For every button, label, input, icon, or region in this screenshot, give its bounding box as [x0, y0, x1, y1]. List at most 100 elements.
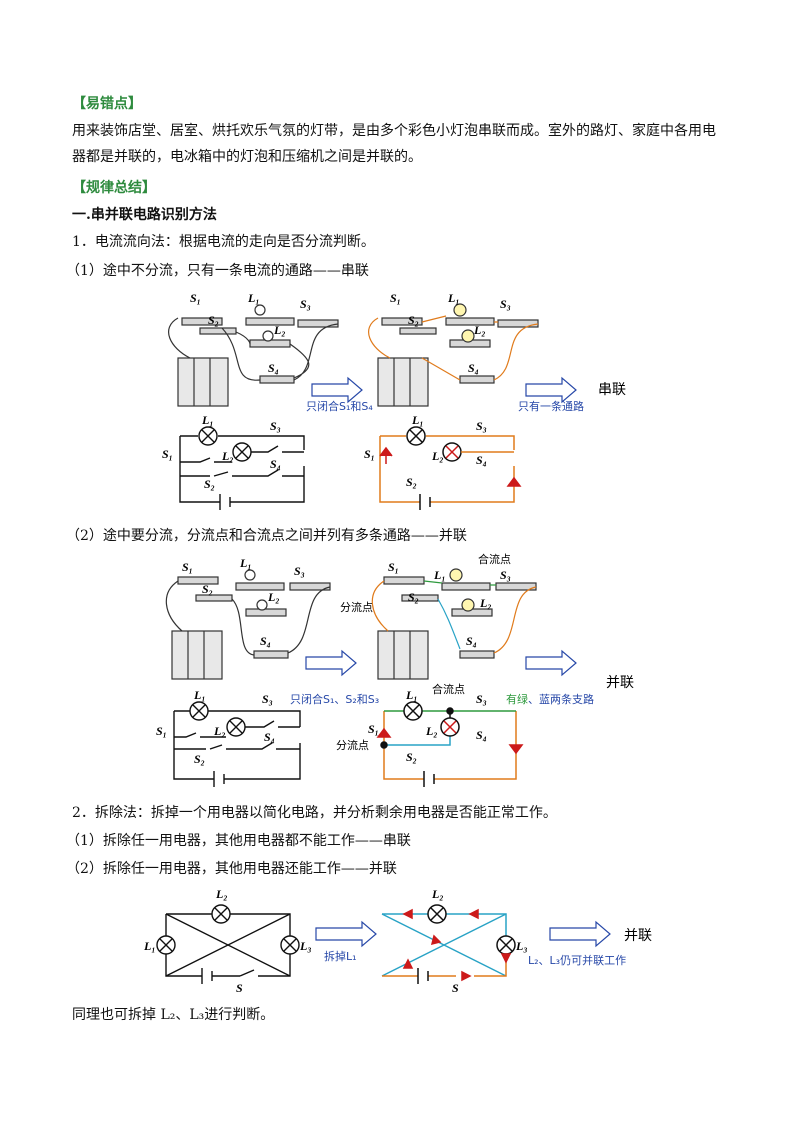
fig1b-s2-label: S₂ [408, 313, 419, 327]
sch1-s2-label: S₂ [204, 477, 215, 491]
fig2-arrow2-label-sep: 、 [528, 693, 539, 706]
fig1-s4-label: S₄ [268, 361, 279, 375]
method-title: 一.串并联电路识别方法 [72, 207, 217, 223]
fig2b-s2-label: S₂ [408, 590, 419, 604]
fig2b-s1-label: S₁ [388, 560, 399, 574]
schematic-parallel-left [173, 701, 301, 787]
fig3-l1-label: L₁ [143, 939, 156, 953]
fig1-l2-label: L₂ [273, 323, 286, 337]
fig1-result: 串联 [598, 382, 626, 398]
fig1-arrow2-label: 只有一条通路 [518, 399, 584, 413]
fig3-arrow1 [315, 920, 377, 948]
case2-text: （2）途中要分流，分流点和合流点之间并列有多条通路——并联 [66, 528, 467, 544]
sch2-s1-label: S₁ [156, 724, 167, 738]
fig2-arrow2-label-green: 有绿 [506, 692, 528, 706]
case3-text: （1）拆除任一用电器，其他用电器都不能工作——串联 [66, 833, 411, 849]
schematic-parallel-right [376, 701, 524, 787]
fig2-l1-label: L₁ [239, 556, 252, 570]
figure-removal: L₂ L₁ L₃ S 拆掉L₁ L₂ L₃ S L₂、L₃仍可并联工作 并联 [143, 887, 652, 995]
sch1b-s1-label: S₁ [364, 447, 375, 461]
fig1-arrow1-label: 只闭合S₁和S₄ [306, 399, 373, 413]
case4-text: （2）拆除任一用电器，其他用电器还能工作——并联 [66, 861, 397, 877]
fig1b-l1-label: L₁ [447, 291, 460, 305]
fig2-arrow1-label: 只闭合S₁、S₂和S₃ [290, 692, 379, 706]
physical-circuit-right-2 [371, 568, 537, 680]
sch1-s1-label: S₁ [162, 447, 173, 461]
sch2b-s1-label: S₁ [368, 722, 379, 736]
fig3-result: 并联 [624, 928, 652, 944]
fig3-l3-label: L₃ [299, 939, 312, 953]
fig3-l2-label: L₂ [215, 887, 228, 901]
sch2b-l1-label: L₁ [405, 688, 418, 702]
sch1-l1-label: L₁ [201, 413, 214, 427]
fig1-s1-label: S₁ [190, 291, 201, 305]
fig1-s2-label: S₂ [208, 313, 219, 327]
fig2-arrow2 [525, 649, 577, 677]
figure-series: S₁ L₁ S₃ S₂ L₂ S₄ 只闭合S₁和S₄ S₁ L₁ S₃ S₂ L… [162, 291, 626, 510]
sch2b-l2-label: L₂ [425, 724, 438, 738]
physical-circuit-right [368, 303, 539, 407]
conclusion-text: 同理也可拆掉 L₂、L₃进行判断。 [72, 1007, 275, 1023]
fig2b-s4-label: S₄ [466, 634, 477, 648]
fig2-merge-point-label: 合流点 [478, 553, 511, 566]
fig2-s1-label: S₁ [182, 560, 193, 574]
sch1b-l1-label: L₁ [411, 413, 424, 427]
sch1-s3-label: S₃ [270, 419, 281, 433]
fig2-s4-label: S₄ [260, 634, 271, 648]
schematic-series-right [379, 426, 522, 510]
fig2b-s3-label: S₃ [500, 568, 511, 582]
fig3-arrow1-label: 拆掉L₁ [324, 949, 357, 963]
sch2-s2-label: S₂ [194, 752, 205, 766]
fig2-s3-label: S₃ [294, 564, 305, 578]
fig2b-l1-label: L₁ [433, 568, 446, 582]
fig1-arrow2 [525, 376, 577, 404]
removal-schematic-right [381, 904, 516, 984]
sch2b-s2-label: S₂ [406, 750, 417, 764]
fig2-l2-label: L₂ [267, 590, 280, 604]
method1-text: 1．电流流向法：根据电流的走向是否分流判断。 [72, 234, 375, 250]
physical-circuit-left [168, 304, 339, 407]
easy-mistake-header: 【易错点】 [72, 96, 142, 112]
fig3b-s-label: S [452, 981, 459, 995]
fig1b-s4-label: S₄ [468, 361, 479, 375]
figure-parallel: S₁ L₁ S₃ S₂ L₂ S₄ 只闭合S₁、S₂和S₃ S₁ L₁ S₃ S… [156, 553, 634, 787]
fig1-s3-label: S₃ [300, 297, 311, 311]
case1-text: （1）途中不分流，只有一条电流的通路——串联 [66, 263, 369, 279]
fig3b-l2-label: L₂ [431, 887, 444, 901]
sch2-l1-label: L₁ [193, 688, 206, 702]
fig2-schematic-merge-label: 合流点 [432, 682, 465, 696]
fig2-schematic-split-label: 分流点 [336, 738, 369, 752]
sch1b-l2-label: L₂ [431, 449, 444, 463]
sch1-l2-label: L₂ [221, 449, 234, 463]
fig1b-l2-label: L₂ [473, 323, 486, 337]
easy-mistake-text: 用来装饰店堂、居室、烘托欢乐气氛的灯带，是由多个彩色小灯泡串联而成。室外的路灯、… [72, 123, 716, 165]
sch1b-s4-label: S₄ [476, 453, 487, 467]
fig3-arrow2-label: L₂、L₃仍可并联工作 [528, 953, 626, 967]
fig1-arrow1 [311, 376, 363, 404]
fig2-result: 并联 [606, 675, 634, 691]
fig1b-s3-label: S₃ [500, 297, 511, 311]
sch2-s4-label: S₄ [264, 730, 275, 744]
fig3-arrow2 [549, 920, 611, 948]
sch1b-s3-label: S₃ [476, 419, 487, 433]
fig3b-l3-label: L₃ [515, 939, 528, 953]
sch2b-s4-label: S₄ [476, 728, 487, 742]
fig2-arrow2-label-blue: 蓝两条支路 [539, 692, 594, 706]
sch2b-s3-label: S₃ [476, 692, 487, 706]
fig2-s2-label: S₂ [202, 582, 213, 596]
summary-header: 【规律总结】 [72, 180, 156, 196]
method2-text: 2．拆除法：拆掉一个用电器以简化电路，并分析剩余用电器是否能正常工作。 [72, 805, 557, 821]
fig3-s-label: S [236, 981, 243, 995]
fig2-arrow1 [305, 649, 357, 677]
schematic-series-left [179, 426, 305, 510]
sch1-s4-label: S₄ [270, 457, 281, 471]
fig2-split-point-label: 分流点 [340, 600, 373, 614]
fig1b-s1-label: S₁ [390, 291, 401, 305]
sch2-l2-label: L₂ [213, 724, 226, 738]
sch1b-s2-label: S₂ [406, 475, 417, 489]
fig2-arrow2-label: 有绿、蓝两条支路 [506, 692, 594, 706]
removal-schematic-left [156, 904, 300, 984]
physical-circuit-left-2 [165, 569, 331, 680]
fig2b-l2-label: L₂ [479, 596, 492, 610]
fig1-l1-label: L₁ [247, 291, 260, 305]
